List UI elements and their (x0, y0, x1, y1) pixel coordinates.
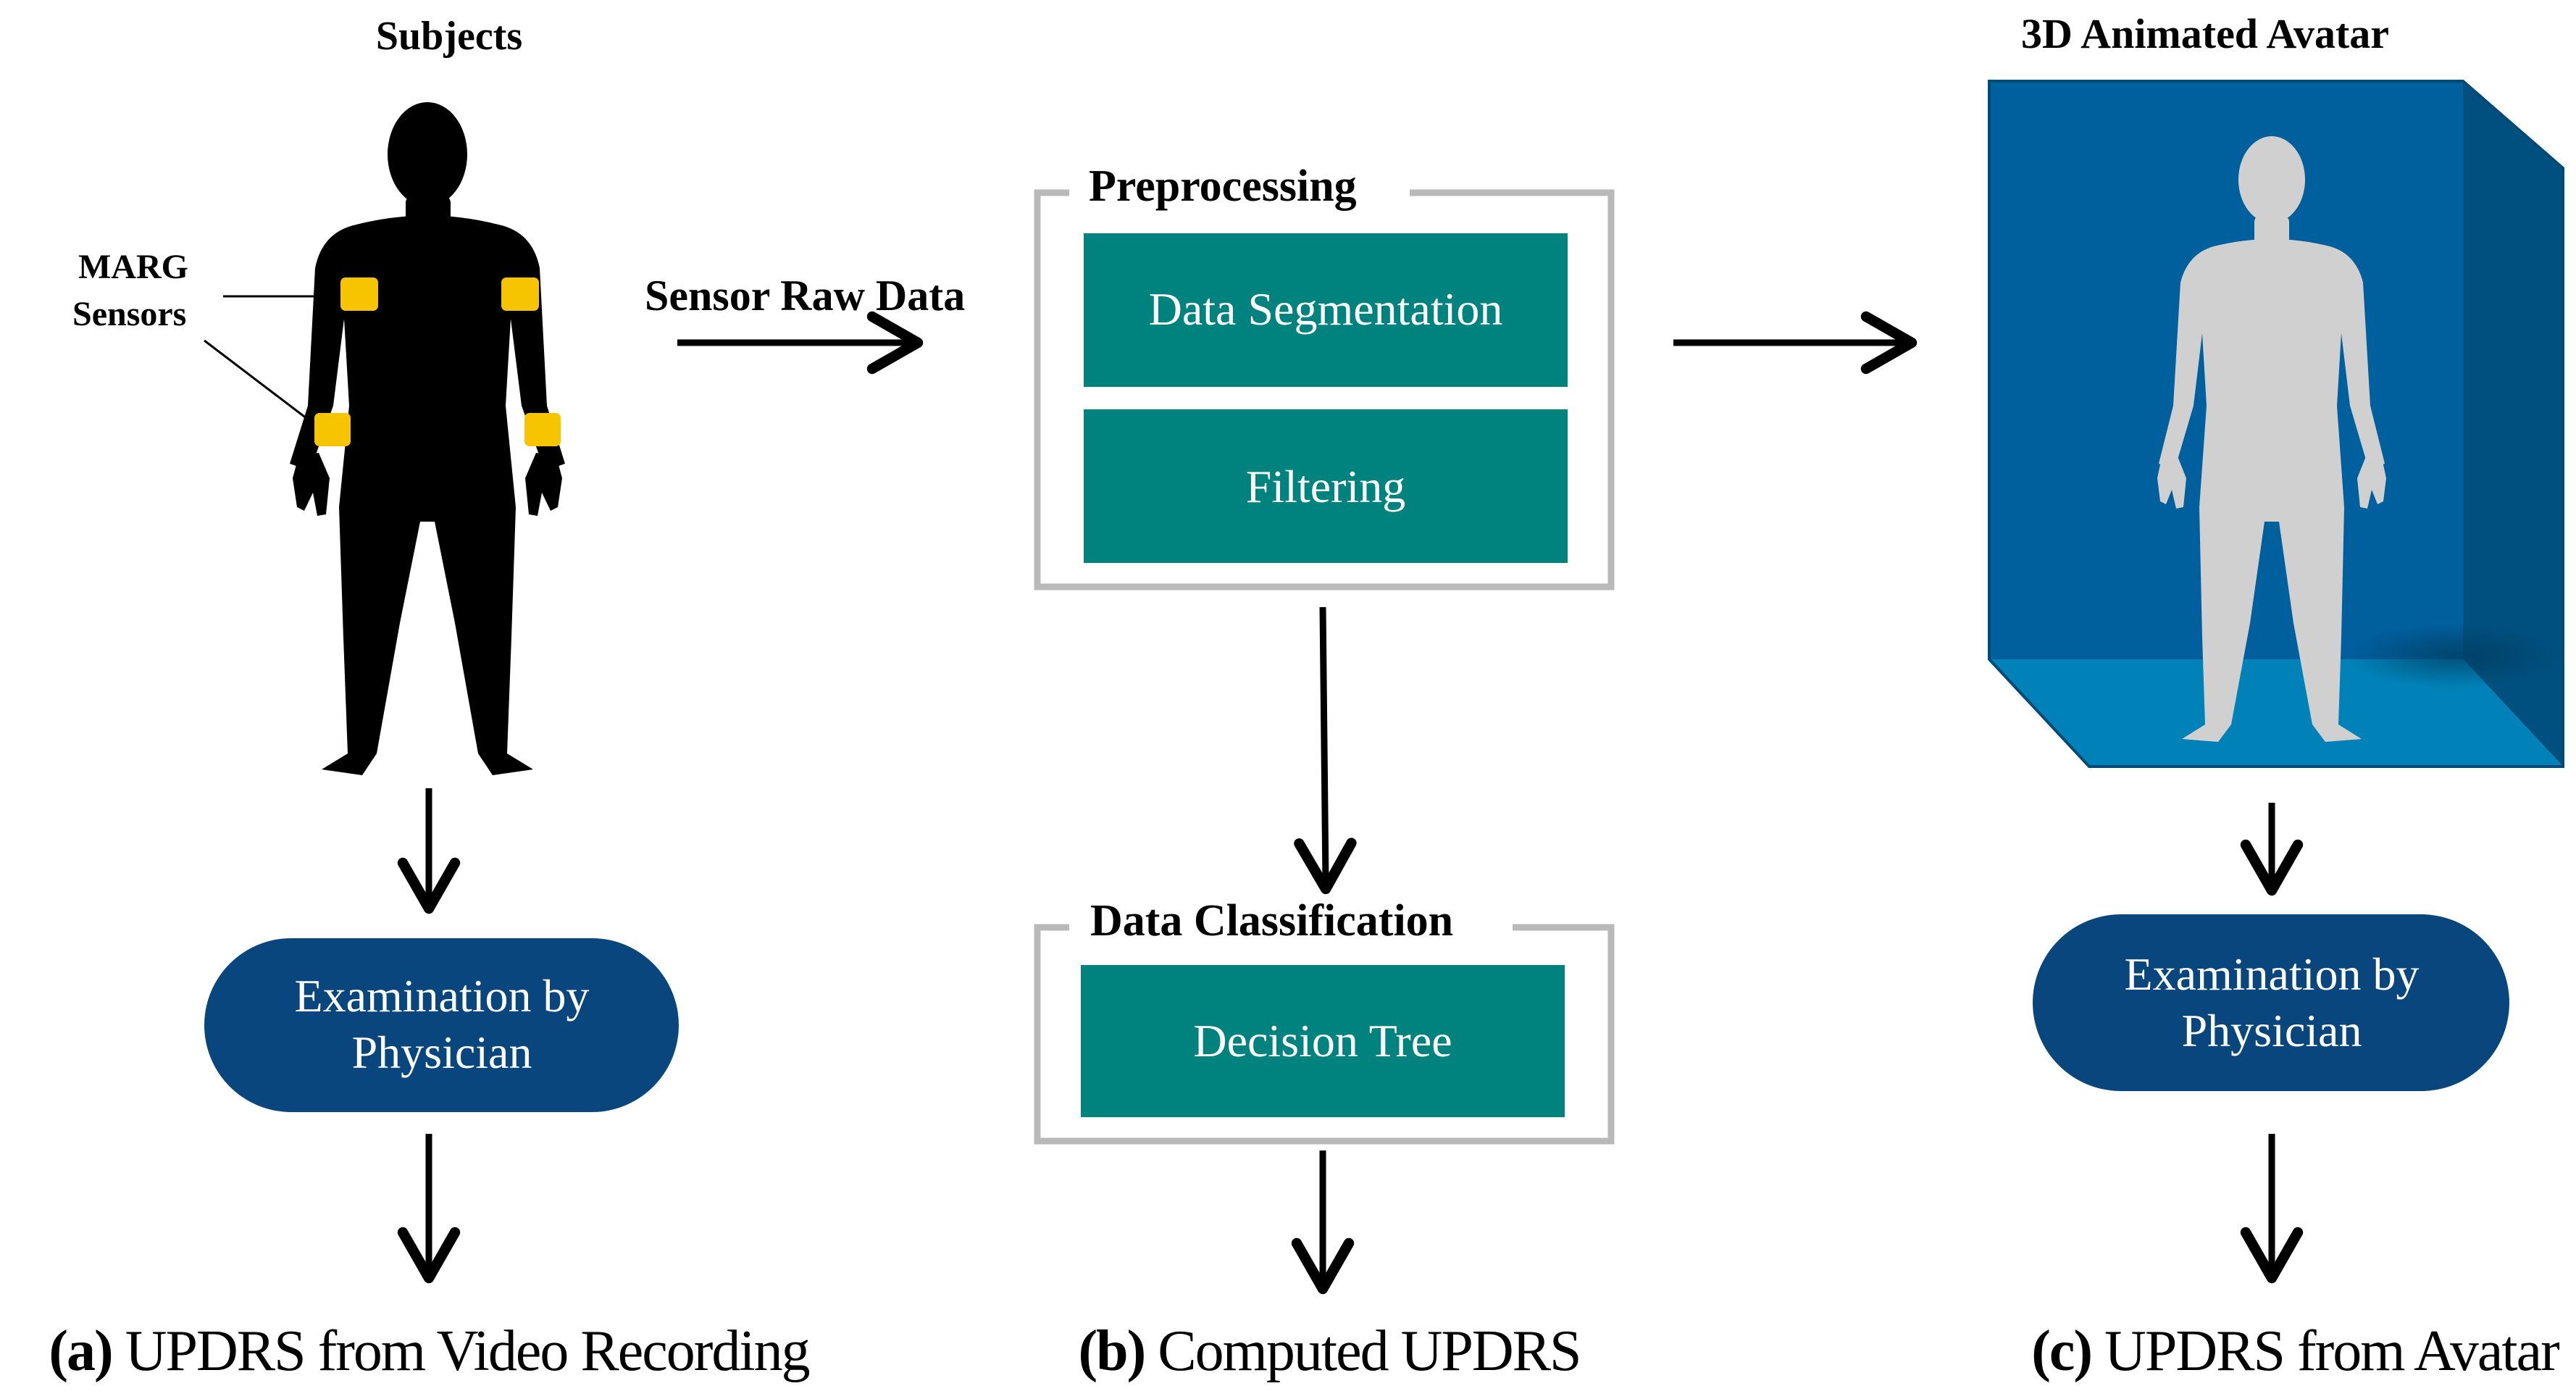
caption-b-prefix: (b) (1078, 1319, 1147, 1383)
data-segmentation-label: Data Segmentation (1148, 283, 1503, 335)
filtering-label: Filtering (1245, 461, 1406, 512)
sensor-right-wrist (524, 413, 561, 446)
avatar-shadow (2347, 623, 2564, 688)
exam-left-line1: Examination by (294, 970, 590, 1022)
avatar-figure (2157, 136, 2386, 742)
marg-sensors (314, 277, 561, 446)
exam-pill-right (2033, 914, 2509, 1091)
exam-left-line2: Physician (351, 1027, 532, 1078)
decision-tree-label: Decision Tree (1193, 1015, 1452, 1066)
caption-c-prefix: (c) (2031, 1319, 2093, 1383)
classification-frame (1034, 924, 1615, 1145)
preprocessing-frame (1034, 189, 1615, 590)
preprocessing-title: Preprocessing (1089, 162, 1357, 211)
decision-tree-box (1081, 965, 1565, 1117)
caption-a: (a) UPDRS from Video Recording (49, 1319, 811, 1383)
sensor-left-wrist (314, 413, 351, 446)
sensor-left-upper-arm (340, 277, 378, 311)
subjects-title: Subjects (375, 14, 523, 59)
exam-pill-left (204, 938, 679, 1112)
sensor-right-upper-arm (501, 277, 539, 311)
exam-right-line1: Examination by (2124, 948, 2420, 1000)
data-segmentation-box (1084, 233, 1568, 387)
cube-side-face (2463, 81, 2563, 767)
arrow-preprocessing-to-classification (1294, 606, 1357, 895)
filtering-box (1084, 409, 1568, 563)
caption-a-text: UPDRS from Video Recording (125, 1319, 811, 1383)
sensor-label-line2: Sensors (72, 295, 187, 333)
caption-b: (b) Computed UPDRS (1078, 1319, 1582, 1383)
classification-title: Data Classification (1090, 896, 1454, 945)
caption-c: (c) UPDRS from Avatar (2031, 1322, 2559, 1380)
sensor-label-line1: MARG (78, 248, 188, 286)
caption-a-prefix: (a) (49, 1319, 113, 1383)
exam-right-line2: Physician (2181, 1005, 2362, 1056)
sensor-raw-data-label: Sensor Raw Data (645, 272, 966, 320)
caption-c-text: UPDRS from Avatar (2104, 1319, 2560, 1383)
sensor-leader-line-2 (204, 339, 308, 420)
cube-front-outline (1988, 80, 2564, 768)
subject-silhouette (290, 102, 565, 775)
caption-b-text: Computed UPDRS (1158, 1319, 1581, 1383)
avatar-title: 3D Animated Avatar (2020, 10, 2390, 57)
